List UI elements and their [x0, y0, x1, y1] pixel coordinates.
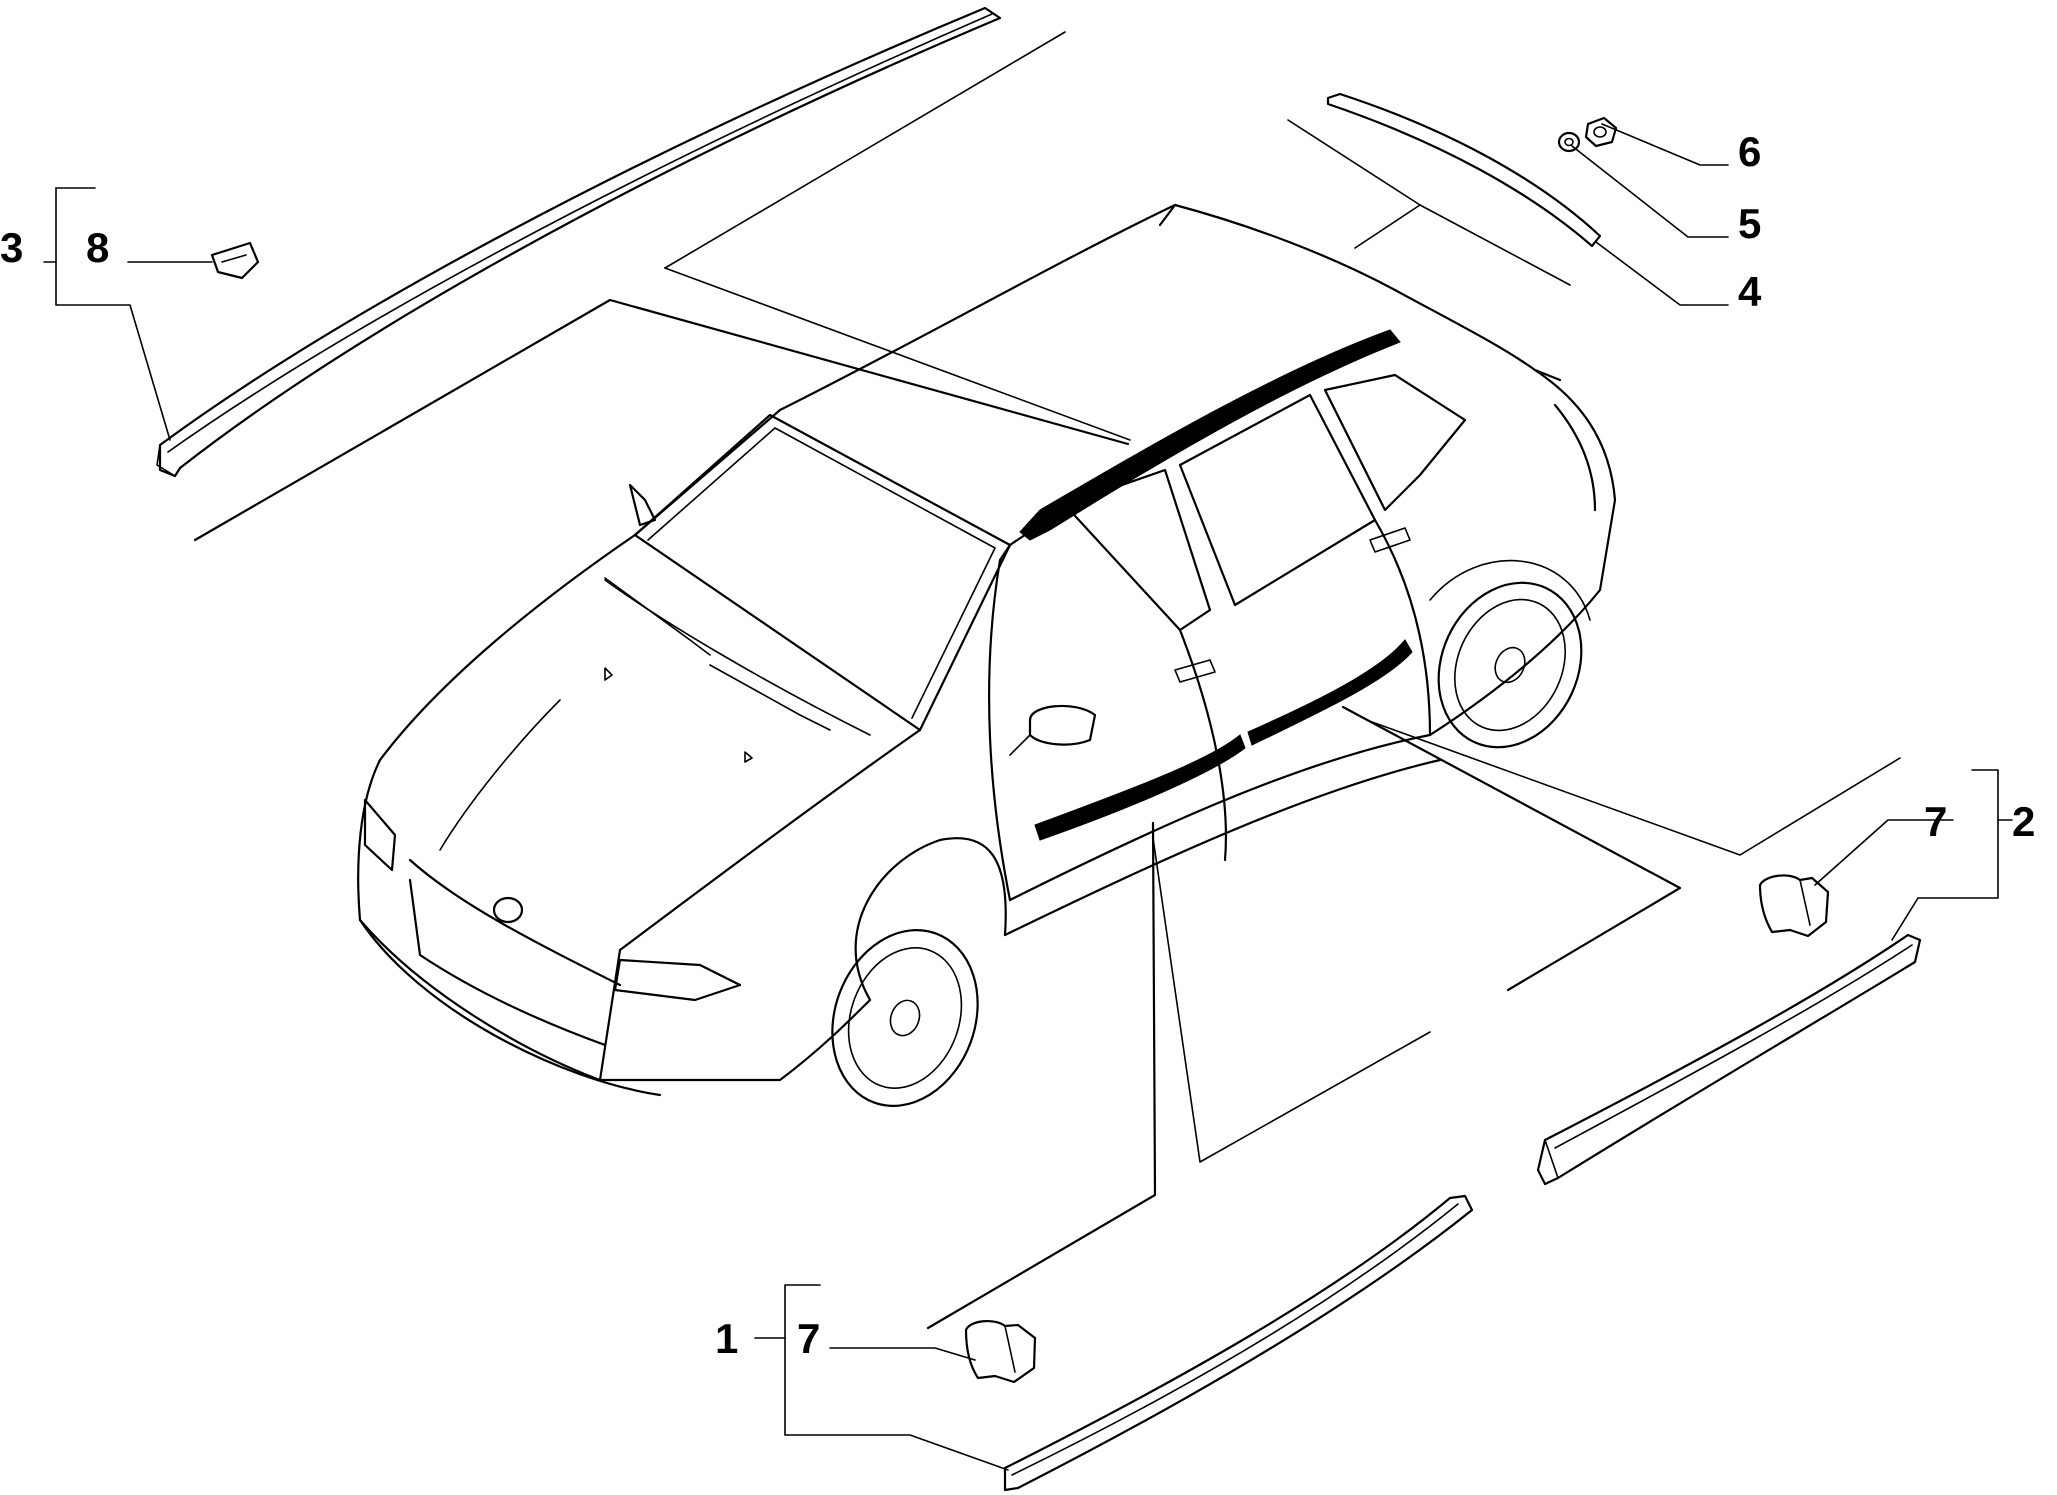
- side-molding-part-2: [1536, 933, 1922, 1186]
- side-molding-part-1: [1003, 1194, 1474, 1492]
- callout-4: 4: [1738, 268, 1762, 315]
- callout-1: 1: [715, 1315, 738, 1362]
- callout-labels: 3 8 6 5 4 7 2 1 7: [0, 128, 2035, 1362]
- callout-2: 2: [2012, 798, 2035, 845]
- clip-part-7-rear: [1758, 874, 1830, 938]
- callout-leaders: [43, 123, 2013, 1471]
- clip-part-7-front: [964, 1320, 1037, 1384]
- callout-7-rear: 7: [1924, 798, 1947, 845]
- roof-rail-part: [156, 6, 1002, 478]
- callout-6: 6: [1738, 128, 1761, 175]
- callout-8: 8: [86, 224, 109, 271]
- callout-5: 5: [1738, 200, 1761, 247]
- callout-7-front: 7: [797, 1315, 820, 1362]
- car-illustration: [357, 203, 1617, 1107]
- clip-part-8: [210, 241, 260, 280]
- callout-3: 3: [0, 224, 23, 271]
- roof-strip-part-4: [1326, 92, 1602, 248]
- nut-part-6: [1584, 116, 1618, 148]
- washer-part-5: [1557, 131, 1581, 153]
- leader-lines: [193, 31, 1901, 1330]
